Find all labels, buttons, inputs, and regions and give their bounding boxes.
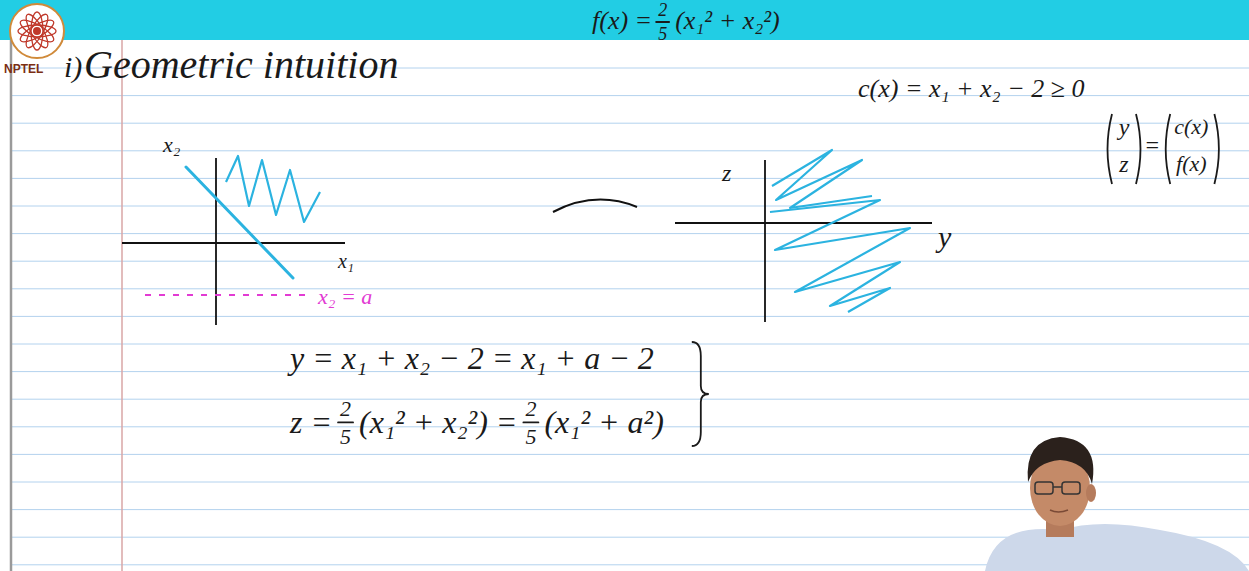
vector-entry: f(x) xyxy=(1176,151,1207,176)
constraint-line xyxy=(186,167,293,278)
ruled-lines xyxy=(12,68,1249,565)
fraction-number: 5 xyxy=(340,424,351,449)
axis-label: z xyxy=(722,160,731,188)
axis-line xyxy=(122,242,345,244)
glasses xyxy=(1035,482,1053,494)
formula: f(x) = xyxy=(592,6,652,36)
equation: z = xyxy=(290,404,332,441)
image-hatch xyxy=(770,200,910,312)
ruled-line xyxy=(12,288,1249,289)
fraction-number: 2 xyxy=(340,396,351,421)
left-plot xyxy=(122,156,345,325)
right-plot xyxy=(675,150,932,322)
hair xyxy=(1028,437,1094,484)
parenthesis xyxy=(1166,114,1171,184)
mouth xyxy=(1050,510,1068,512)
logo-petal xyxy=(18,16,57,45)
image-hatch xyxy=(772,150,872,208)
ruled-line xyxy=(12,316,1249,317)
equation: y = x₁ + x₂ − 2 = x₁ + a − 2 xyxy=(290,340,654,377)
fraction-number: 5 xyxy=(658,24,667,45)
glasses xyxy=(1053,486,1062,488)
top-bar xyxy=(0,0,1249,40)
map-arrow xyxy=(553,200,637,212)
scroll-line xyxy=(10,40,13,571)
vector-entry: c(x) xyxy=(1174,114,1208,139)
axis-line xyxy=(675,222,932,224)
ruled-line xyxy=(12,233,1249,234)
logo-center xyxy=(33,27,41,35)
parenthesis xyxy=(1108,114,1113,184)
presenter-figure xyxy=(985,437,1249,571)
curly-brace xyxy=(692,342,709,446)
ruled-line xyxy=(12,123,1249,124)
fraction-bar xyxy=(523,421,538,423)
ear xyxy=(1086,484,1096,502)
logo-text: NPTEL xyxy=(4,63,43,77)
axis-label: x₂ xyxy=(163,132,180,157)
ruled-line xyxy=(12,261,1249,262)
constraint-formula: c(x) = x₁ + x₂ − 2 ≥ 0 xyxy=(858,74,1084,104)
fraction-bar xyxy=(656,21,669,23)
logo-petal xyxy=(18,25,56,37)
equation: (x₁² + x₂²) = xyxy=(359,404,517,441)
ruled-line xyxy=(12,399,1249,400)
dashed-line xyxy=(145,294,312,296)
fraction-number: 2 xyxy=(658,0,667,21)
heading: Geometric intuition xyxy=(84,42,398,88)
fraction-number: 5 xyxy=(525,424,536,449)
axis-line xyxy=(215,158,217,325)
logo-petal xyxy=(31,12,43,50)
axis-label: y xyxy=(938,220,951,255)
shirt xyxy=(985,524,1249,571)
fraction-bar xyxy=(338,421,353,423)
glasses xyxy=(1062,482,1080,494)
ruled-line xyxy=(12,150,1249,151)
margin-line xyxy=(121,40,123,571)
equation: (x₁² + a²) xyxy=(544,404,663,441)
formula: (x₁² + x₂²) xyxy=(675,6,780,36)
vector-entry: y xyxy=(1119,114,1130,142)
axis-label: x₁ xyxy=(338,250,354,273)
axis-line xyxy=(764,160,766,322)
parenthesis xyxy=(1214,114,1219,184)
section-number: i) xyxy=(64,50,82,85)
line-label: x₂ = a xyxy=(318,284,372,309)
vector-entry: z xyxy=(1119,151,1128,179)
nptel-logo xyxy=(10,4,64,58)
parenthesis xyxy=(1136,114,1141,184)
feasible-hatch xyxy=(226,156,320,222)
logo-ring xyxy=(10,4,64,58)
equals-sign: = xyxy=(1144,132,1160,160)
fraction-number: 2 xyxy=(525,396,536,421)
